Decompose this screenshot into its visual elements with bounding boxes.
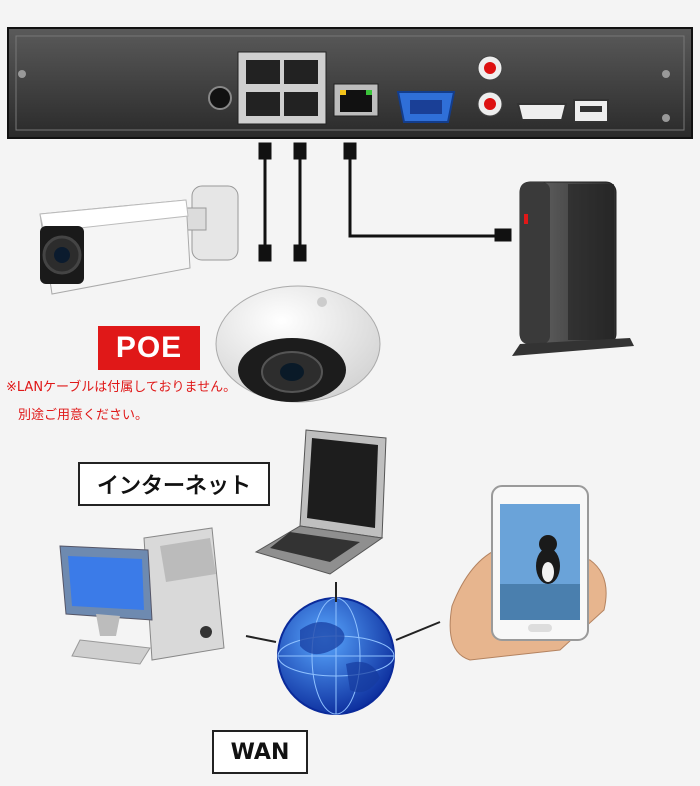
bullet-camera <box>39 185 239 295</box>
lan-port-icon <box>333 83 379 117</box>
wan-label: WAN <box>212 730 308 774</box>
vga-port-icon <box>396 91 456 123</box>
laptop <box>254 429 387 575</box>
internet-label: インターネット <box>78 462 270 506</box>
screw-icon <box>662 70 670 78</box>
screw-icon <box>18 70 26 78</box>
cable-note-line1: ※LANケーブルは付属しておりません。 <box>6 380 237 395</box>
hdmi-port-icon <box>516 103 568 121</box>
screw-icon <box>662 114 670 122</box>
network-links <box>245 582 441 643</box>
smartphone <box>449 485 607 661</box>
lan-cables <box>258 142 512 262</box>
cable-note-line2: 別途ご用意ください。 <box>18 408 149 423</box>
desktop-pc <box>59 527 225 665</box>
power-jack-icon <box>208 86 232 110</box>
router <box>512 181 634 356</box>
poe-ports <box>237 51 327 125</box>
globe-icon <box>277 597 395 715</box>
dome-camera <box>215 285 381 403</box>
nvr-recorder <box>7 27 693 139</box>
poe-badge: POE <box>98 326 200 370</box>
